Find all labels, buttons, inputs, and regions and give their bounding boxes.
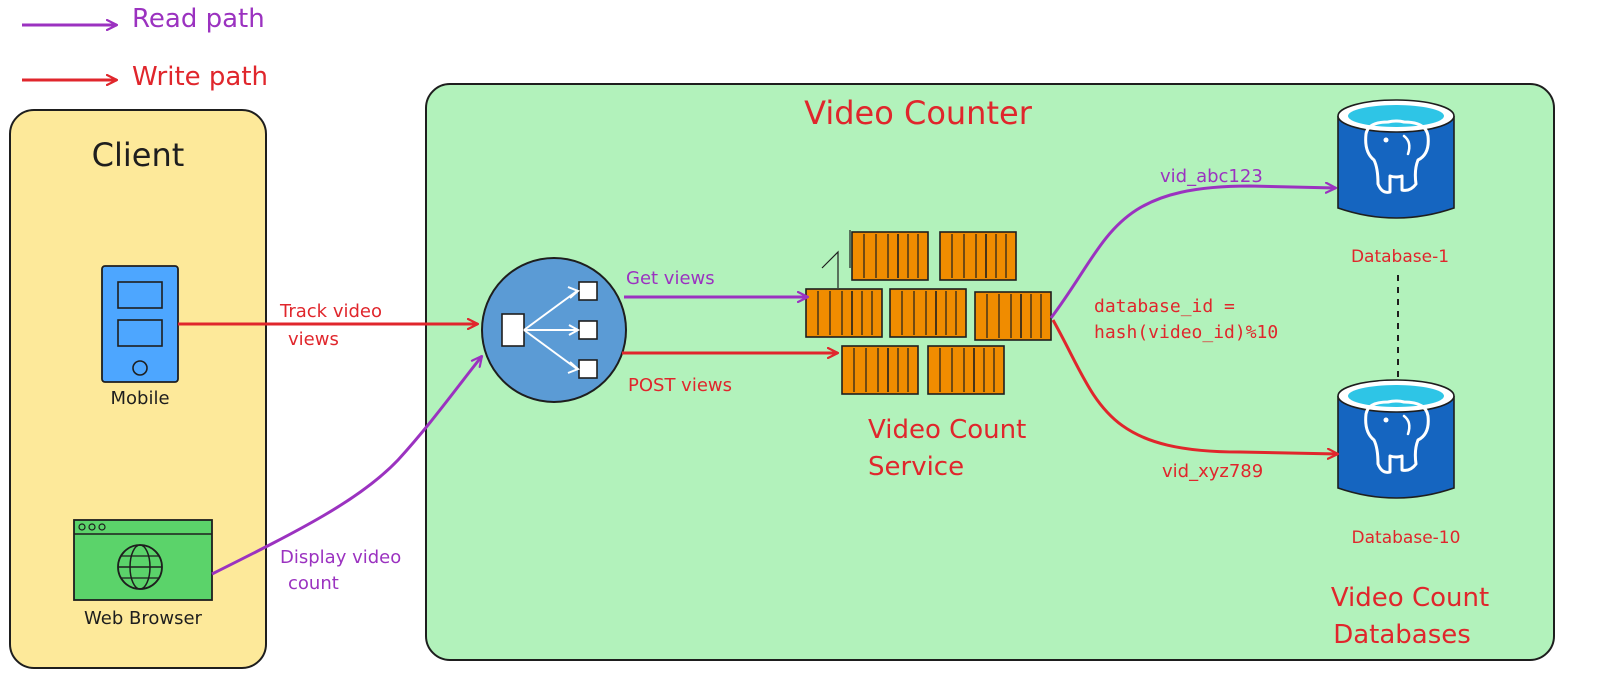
legend-write-label: Write path [132, 62, 268, 92]
service-label-line2: Service [868, 452, 964, 482]
mobile-phone-icon [101, 265, 179, 383]
globe-icon [117, 544, 163, 590]
edge-write-to-database-10 [1051, 319, 1338, 454]
mobile-label: Mobile [110, 388, 169, 409]
service-label-line1: Video Count [868, 415, 1026, 445]
edge-label-display-line2: count [288, 573, 339, 594]
shipping-container-icon [805, 288, 883, 338]
database-10: Database-10 [1336, 378, 1461, 548]
database-1-label: Database-1 [1351, 247, 1449, 267]
database-10-label: Database-10 [1352, 528, 1461, 548]
shipping-container-icon [939, 231, 1017, 281]
edge-label-post-views: POST views [628, 375, 732, 396]
client-panel: Client Mobile Web Browser [9, 109, 267, 669]
video-counter-title: Video Counter [804, 94, 1033, 132]
edge-label-track-line2: views [288, 329, 339, 350]
shard-formula-line1: database_id = [1094, 296, 1235, 317]
client-title: Client [92, 136, 185, 174]
browser-label: Web Browser [84, 608, 203, 629]
databases-group-label-line1: Video Count [1331, 583, 1489, 613]
shard-formula-line2: hash(video_id)%10 [1094, 322, 1278, 343]
legend-read-label: Read path [132, 4, 265, 34]
postgres-elephant-icon [1336, 378, 1456, 500]
video-count-service-containers [805, 230, 1052, 395]
shipping-container-icon [841, 345, 919, 395]
edge-display-video-count [211, 356, 484, 576]
edge-label-vid-write: vid_xyz789 [1162, 461, 1263, 482]
browser-window-icon [73, 519, 213, 601]
shipping-container-icon [851, 231, 929, 281]
load-balancer-icon [481, 257, 627, 403]
database-1: Database-1 [1336, 98, 1456, 267]
edge-label-get-views: Get views [626, 268, 715, 289]
edge-read-to-database-1 [1049, 186, 1336, 319]
legend: Read path Write path [22, 4, 268, 92]
edge-label-display-line1: Display video [280, 547, 401, 568]
shipping-container-icon [889, 288, 967, 338]
databases-group-label-line2: Databases [1333, 620, 1471, 650]
edge-label-vid-read: vid_abc123 [1160, 166, 1263, 187]
postgres-elephant-icon [1336, 98, 1456, 220]
edge-label-track-line1: Track video [279, 301, 382, 322]
shipping-container-icon [927, 345, 1005, 395]
shipping-container-icon [974, 291, 1052, 341]
